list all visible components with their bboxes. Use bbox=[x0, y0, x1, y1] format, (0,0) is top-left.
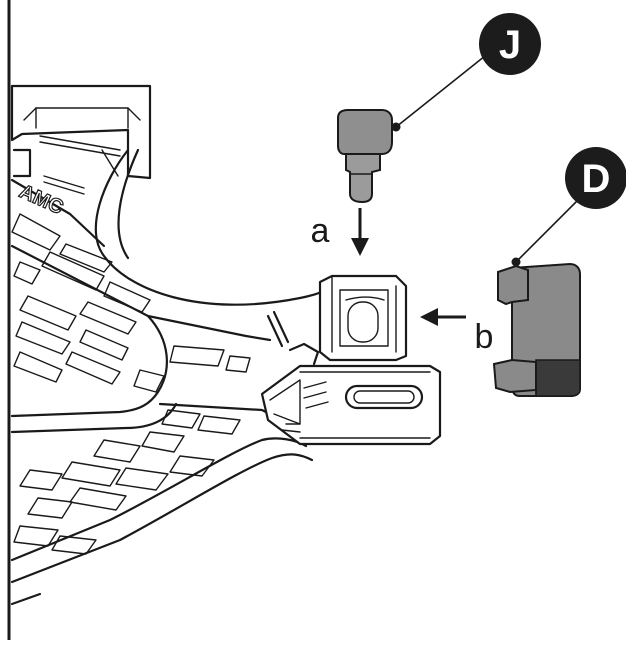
arrow-b: b bbox=[420, 308, 493, 356]
leader-j-dot bbox=[391, 122, 401, 132]
callout-d: D bbox=[565, 147, 626, 209]
slot-hole bbox=[344, 384, 424, 410]
callout-j: J bbox=[479, 13, 541, 75]
arrow-a-head bbox=[351, 238, 369, 256]
callout-j-circle bbox=[479, 13, 541, 75]
part-d-dark-end bbox=[535, 359, 581, 397]
step-a-label: a bbox=[311, 212, 330, 250]
arm-edge-lower bbox=[10, 437, 308, 562]
part-d bbox=[492, 262, 581, 397]
step-b-label: b bbox=[475, 318, 494, 356]
arm-edge-upper bbox=[10, 244, 272, 342]
callout-j-letter: J bbox=[499, 23, 521, 67]
lattice-lower bbox=[13, 409, 241, 555]
arrow-b-head bbox=[420, 308, 438, 326]
hinge-plate bbox=[260, 364, 442, 446]
leader-d-dot bbox=[511, 257, 521, 267]
part-d-hook-bottom bbox=[492, 358, 537, 394]
mount-clip bbox=[266, 274, 408, 366]
part-j bbox=[337, 109, 393, 204]
callout-d-circle bbox=[565, 147, 626, 209]
cable bbox=[94, 148, 332, 306]
lattice-upper bbox=[11, 213, 251, 393]
arrow-a: a bbox=[311, 208, 369, 256]
part-d-hook-top bbox=[497, 264, 529, 306]
bracket-block bbox=[10, 84, 152, 180]
callout-d-letter: D bbox=[582, 157, 611, 201]
part-j-head bbox=[337, 109, 393, 155]
part-j-shank bbox=[345, 153, 381, 204]
